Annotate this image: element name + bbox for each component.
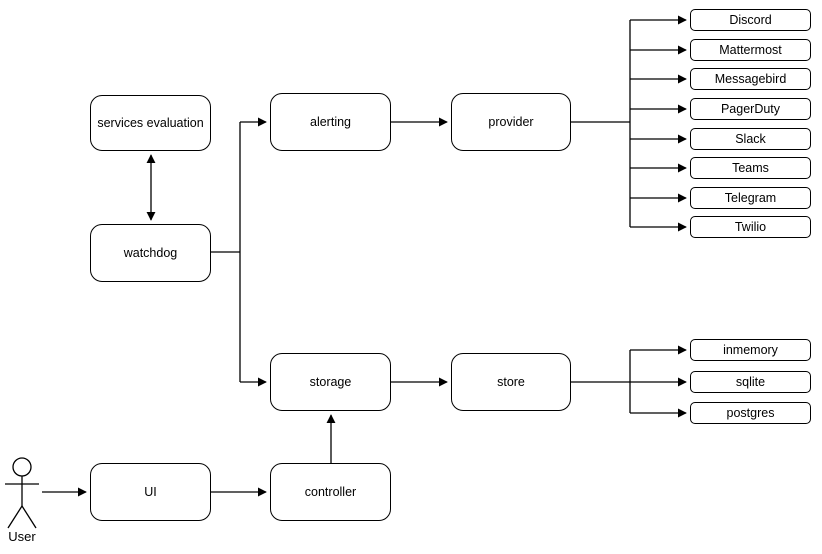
node-store[interactable]: store [451, 353, 571, 411]
node-label: Slack [735, 131, 766, 146]
node-label: PagerDuty [720, 101, 781, 116]
node-mattermost[interactable]: Mattermost [690, 39, 811, 61]
node-label: controller [304, 484, 357, 499]
node-ui[interactable]: UI [90, 463, 211, 521]
node-discord[interactable]: Discord [690, 9, 811, 31]
node-label: Mattermost [719, 42, 782, 57]
node-watchdog[interactable]: watchdog [90, 224, 211, 282]
node-slack[interactable]: Slack [690, 128, 811, 150]
node-label: Teams [732, 160, 769, 175]
node-label: alerting [310, 114, 351, 129]
node-telegram[interactable]: Telegram [690, 187, 811, 209]
node-label: store [497, 374, 525, 389]
node-services-evaluation[interactable]: services evaluation [90, 95, 211, 151]
node-label: Discord [729, 12, 772, 27]
node-label: Messagebird [714, 71, 787, 86]
node-controller[interactable]: controller [270, 463, 391, 521]
node-pagerduty[interactable]: PagerDuty [690, 98, 811, 120]
node-inmemory[interactable]: inmemory [690, 339, 811, 361]
node-label: services evaluation [97, 115, 204, 130]
node-label: postgres [726, 405, 775, 420]
node-label: Twilio [734, 219, 767, 234]
node-sqlite[interactable]: sqlite [690, 371, 811, 393]
node-twilio[interactable]: Twilio [690, 216, 811, 238]
node-messagebird[interactable]: Messagebird [690, 68, 811, 90]
node-storage[interactable]: storage [270, 353, 391, 411]
node-label: storage [309, 374, 352, 389]
node-label: watchdog [123, 245, 178, 260]
node-label: UI [144, 484, 157, 499]
node-teams[interactable]: Teams [690, 157, 811, 179]
node-label: sqlite [735, 374, 766, 389]
node-label: Telegram [724, 190, 777, 205]
user-actor-label: User [8, 529, 36, 544]
node-alerting[interactable]: alerting [270, 93, 391, 151]
node-label: inmemory [723, 342, 778, 357]
node-postgres[interactable]: postgres [690, 402, 811, 424]
node-provider[interactable]: provider [451, 93, 571, 151]
user-actor-figure [5, 457, 39, 529]
node-label: provider [488, 114, 534, 129]
